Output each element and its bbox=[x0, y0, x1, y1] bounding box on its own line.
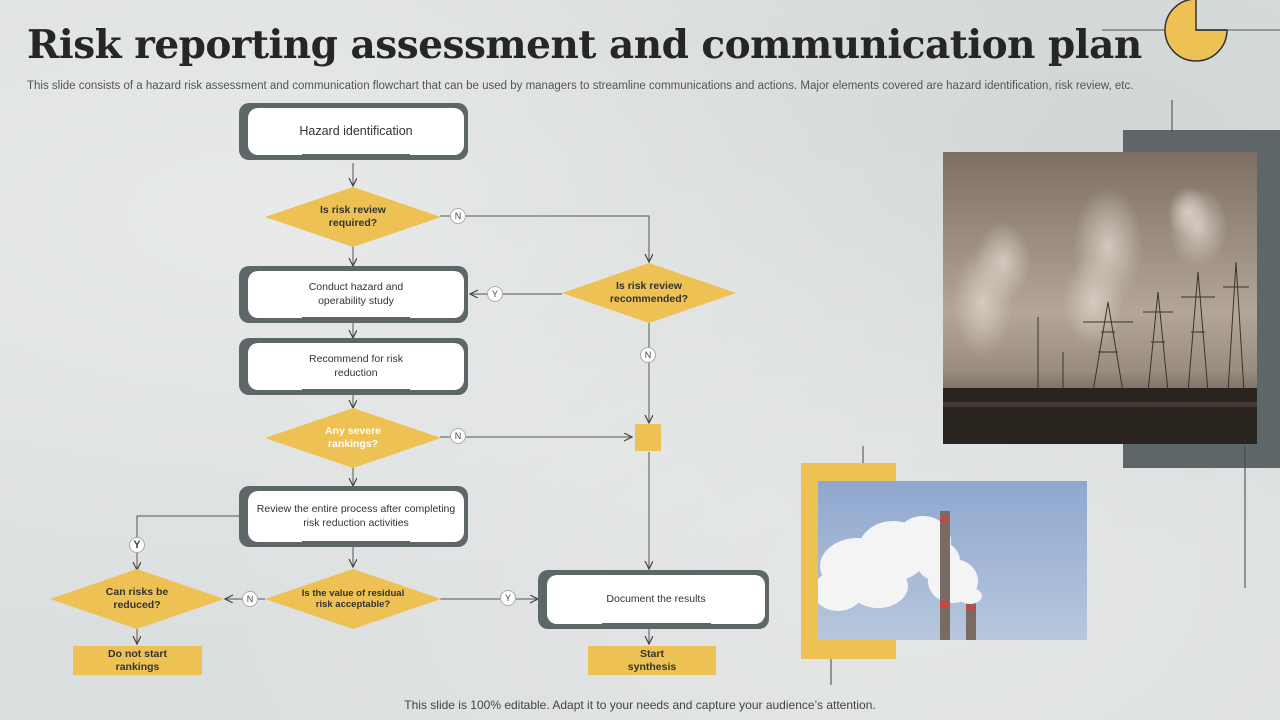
review-process-label: Review the entire process after completi… bbox=[256, 503, 456, 529]
review-process-step: Review the entire process after completi… bbox=[239, 486, 468, 547]
page-title: Risk reporting assessment and communicat… bbox=[27, 22, 1142, 68]
hazard-identification-label: Hazard identification bbox=[299, 123, 413, 138]
yes-badge: Y bbox=[487, 286, 503, 302]
document-results-step: Document the results bbox=[538, 570, 769, 629]
conduct-study-label: Conduct hazard and operability study bbox=[308, 281, 404, 307]
chimney-photo bbox=[818, 481, 1087, 640]
no-badge: N bbox=[450, 208, 466, 224]
junction-square bbox=[635, 424, 661, 451]
pie-decor-icon bbox=[1164, 0, 1228, 62]
industrial-smoke-photo bbox=[943, 152, 1257, 444]
risk-review-required-label: Is risk review required? bbox=[320, 204, 386, 229]
residual-risk-acceptable-decision: Is the value of residual risk acceptable… bbox=[265, 569, 441, 629]
do-not-start-rankings-box: Do not start rankings bbox=[73, 646, 202, 675]
any-severe-rankings-label: Any severe rankings? bbox=[324, 425, 382, 450]
can-risks-be-reduced-label: Can risks be reduced? bbox=[105, 586, 169, 611]
no-badge: N bbox=[640, 347, 656, 363]
recommend-reduction-step: Recommend for risk reduction bbox=[239, 338, 468, 395]
risk-review-recommended-label: Is risk review recommended? bbox=[609, 280, 689, 305]
start-synthesis-box: Start synthesis bbox=[588, 646, 716, 675]
no-badge: N bbox=[450, 428, 466, 444]
document-results-label: Document the results bbox=[606, 592, 706, 605]
residual-risk-acceptable-label: Is the value of residual risk acceptable… bbox=[301, 587, 405, 610]
start-synthesis-label: Start synthesis bbox=[627, 647, 677, 673]
hazard-identification-step: Hazard identification bbox=[239, 103, 468, 160]
recommend-reduction-label: Recommend for risk reduction bbox=[309, 353, 403, 379]
page-footer: This slide is 100% editable. Adapt it to… bbox=[404, 698, 876, 712]
risk-review-required-decision: Is risk review required? bbox=[265, 187, 441, 247]
any-severe-rankings-decision: Any severe rankings? bbox=[265, 408, 441, 468]
no-badge: N bbox=[242, 591, 258, 607]
yes-badge: Y bbox=[129, 537, 145, 553]
yes-badge: Y bbox=[500, 590, 516, 606]
page-subtitle: This slide consists of a hazard risk ass… bbox=[27, 80, 1134, 92]
do-not-start-label: Do not start rankings bbox=[108, 647, 167, 673]
risk-review-recommended-decision: Is risk review recommended? bbox=[562, 263, 736, 323]
can-risks-be-reduced-decision: Can risks be reduced? bbox=[50, 569, 224, 629]
conduct-study-step: Conduct hazard and operability study bbox=[239, 266, 468, 323]
